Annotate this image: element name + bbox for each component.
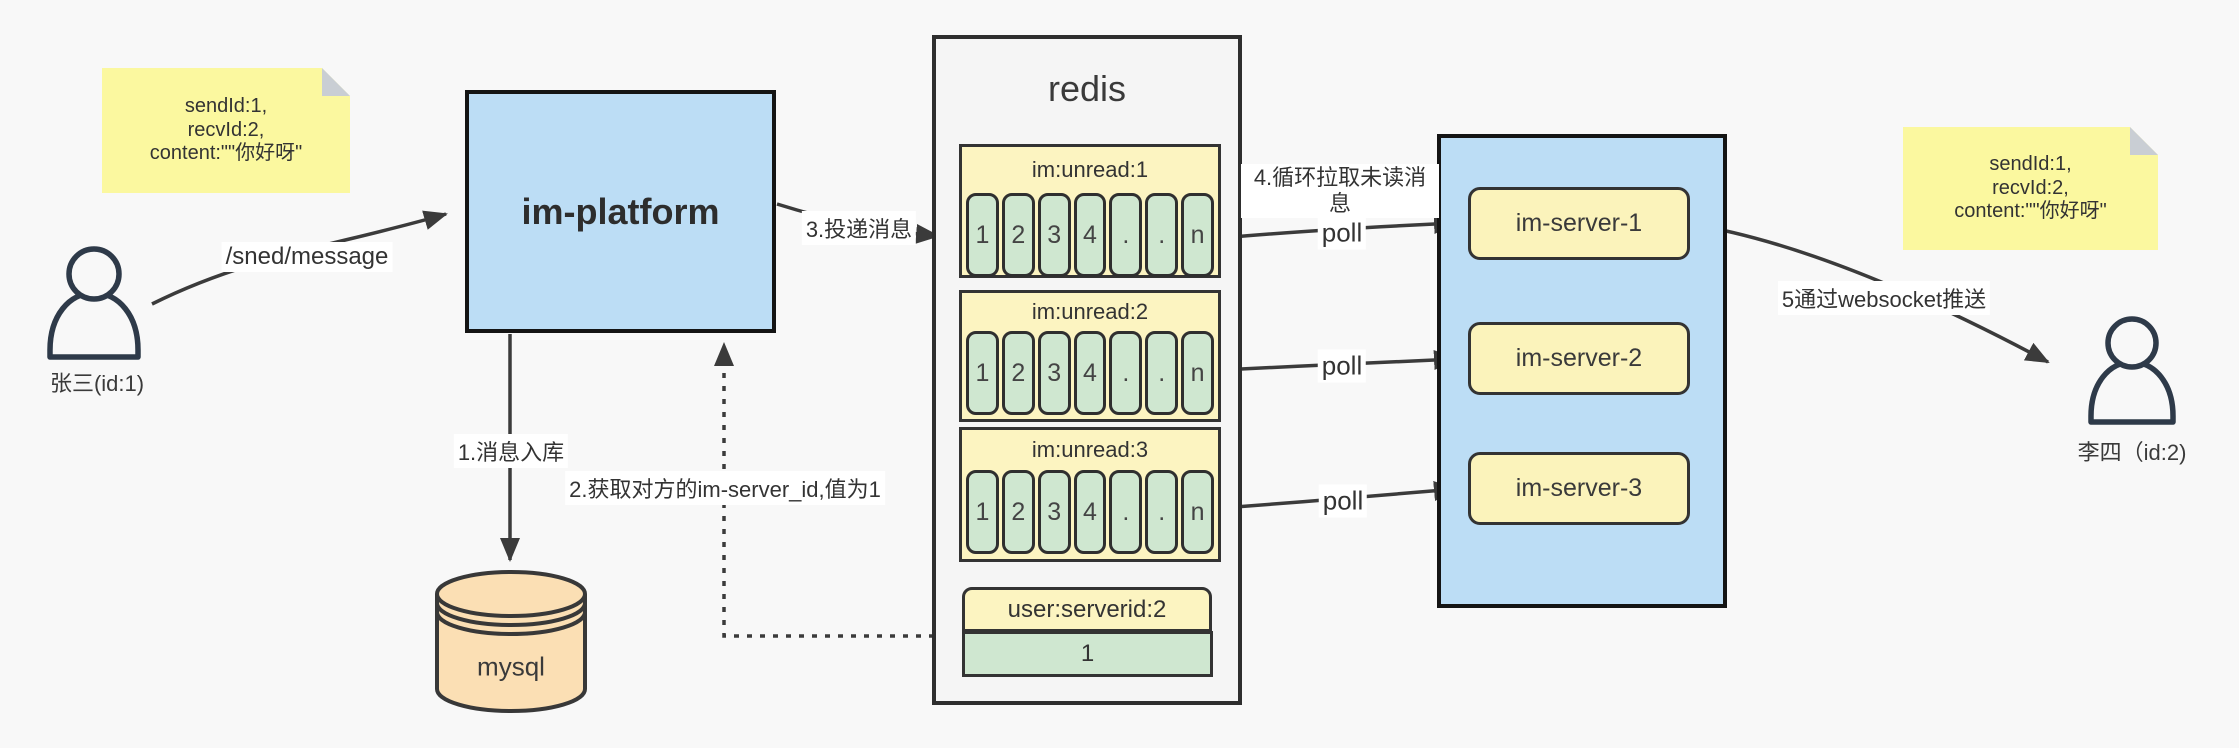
edge-label-lookup-serverid: 2.获取对方的im-server_id,值为1 — [565, 471, 885, 505]
queue-im-unread-2: im:unread:2 1 2 3 4 . . n — [959, 290, 1221, 422]
queue-im-unread-1: im:unread:1 1 2 3 4 . . n — [959, 144, 1221, 278]
queue-im-unread-3: im:unread:3 1 2 3 4 . . n — [959, 427, 1221, 562]
note-fold-icon — [2130, 127, 2158, 155]
kv-user-serverid-header: user:serverid:2 — [962, 587, 1212, 632]
queue-cell: 2 — [1001, 470, 1035, 554]
receiver-label: 李四（id:2) — [2077, 440, 2187, 465]
queue-cell: n — [1181, 331, 1215, 415]
sticky-note-sender: sendId:1, recvId:2, content:""你好呀" — [102, 68, 350, 193]
note-line: content:""你好呀" — [1954, 200, 2107, 223]
queue-cell: . — [1109, 470, 1143, 554]
queue-cell: . — [1109, 331, 1143, 415]
queue-cell: n — [1181, 470, 1215, 554]
edge-label-websocket-push: 5通过websocket推送 — [1777, 281, 1991, 315]
mysql-cylinder — [435, 570, 587, 713]
edge-label-poll-2: poll — [1317, 349, 1367, 383]
note-line: sendId:1, — [1989, 153, 2072, 176]
queue-cells: 1 2 3 4 . . n — [966, 193, 1215, 277]
edge-label-poll-1: poll — [1317, 216, 1367, 250]
sender-label: 张三(id:1) — [49, 371, 145, 396]
note-line: recvId:2, — [1992, 176, 2069, 199]
queue-cell: 1 — [966, 470, 999, 554]
redis-title: redis — [1047, 68, 1127, 109]
kv-user-serverid-value: 1 — [962, 631, 1213, 677]
queue-cell: . — [1109, 193, 1143, 277]
queue-cell: n — [1181, 193, 1215, 277]
receiver-user-icon — [2088, 316, 2176, 425]
queue-header: im:unread:3 — [1031, 437, 1149, 462]
queue-header: im:unread:2 — [1031, 299, 1149, 324]
sticky-note-receiver: sendId:1, recvId:2, content:""你好呀" — [1903, 127, 2158, 250]
queue-cell: 3 — [1037, 193, 1071, 277]
queue-header: im:unread:1 — [1031, 157, 1149, 182]
sender-user-icon — [47, 246, 141, 360]
queue-cell: 3 — [1037, 331, 1071, 415]
queue-cells: 1 2 3 4 . . n — [966, 470, 1215, 554]
queue-cell: 1 — [966, 331, 999, 415]
queue-cells: 1 2 3 4 . . n — [966, 331, 1215, 415]
edge-label-send-message: /sned/message — [221, 242, 393, 272]
mysql-label: mysql — [477, 651, 545, 682]
queue-cell: 1 — [966, 193, 999, 277]
queue-cell: 4 — [1073, 470, 1107, 554]
edge-label-poll-loop: 4.循环拉取未读消息 — [1241, 164, 1439, 218]
queue-cell: 2 — [1001, 331, 1035, 415]
queue-cell: . — [1145, 331, 1179, 415]
edge-label-poll-3: poll — [1318, 484, 1368, 518]
note-line: sendId:1, — [184, 95, 268, 118]
im-server-3-box: im-server-3 — [1468, 452, 1690, 525]
note-fold-icon — [322, 68, 350, 96]
note-line: content:""你好呀" — [149, 142, 303, 165]
note-line: recvId:2, — [187, 118, 265, 141]
queue-cell: . — [1145, 193, 1179, 277]
queue-cell: 4 — [1073, 193, 1107, 277]
im-server-2-box: im-server-2 — [1468, 322, 1690, 395]
queue-cell: 3 — [1037, 470, 1071, 554]
im-server-1-box: im-server-1 — [1468, 187, 1690, 260]
queue-cell: 2 — [1001, 193, 1035, 277]
queue-cell: 4 — [1073, 331, 1107, 415]
im-platform-box: im-platform — [465, 90, 776, 333]
edge-label-deliver-message: 3.投递消息 — [801, 211, 917, 245]
edge-label-store-message: 1.消息入库 — [453, 434, 569, 468]
queue-cell: . — [1145, 470, 1179, 554]
